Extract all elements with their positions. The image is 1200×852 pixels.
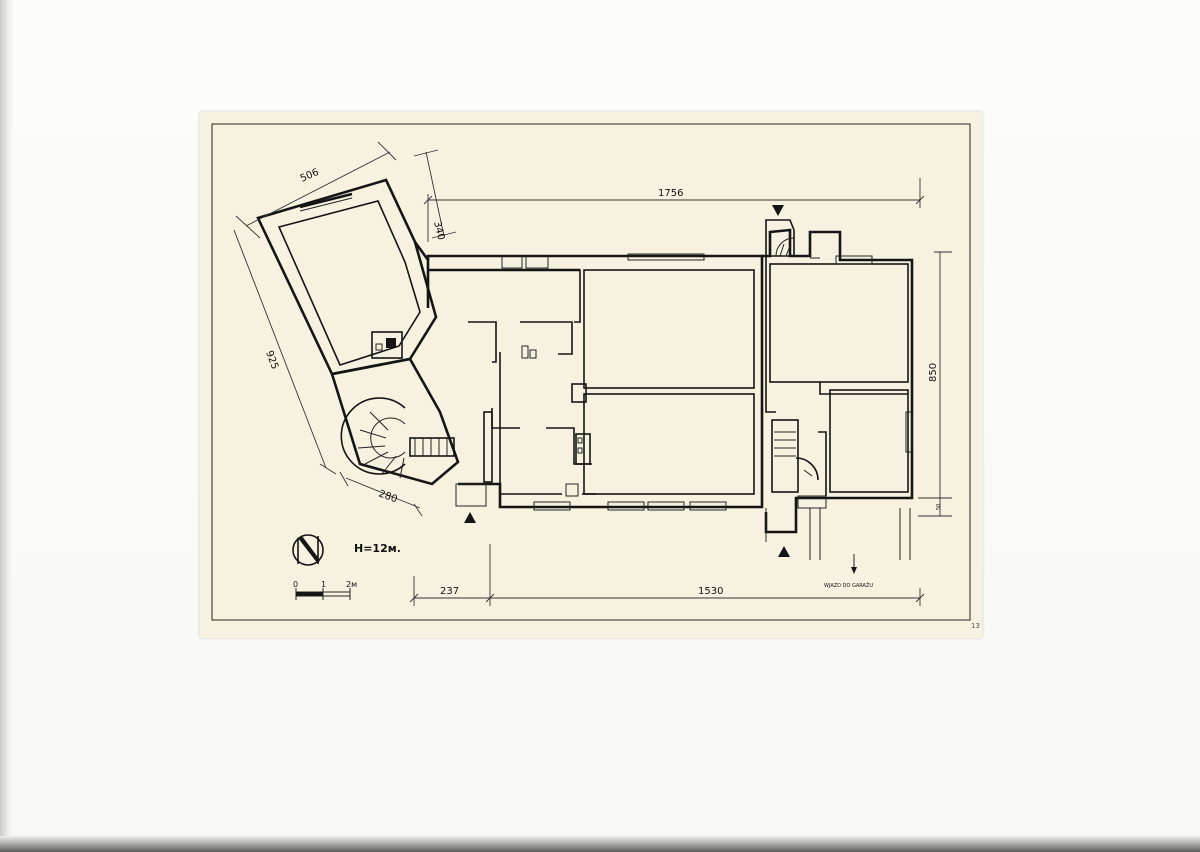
dim-506: 506 — [299, 167, 321, 185]
dim-850: 850 — [928, 363, 939, 382]
dim-280: 280 — [377, 488, 399, 505]
dim-925: 925 — [263, 349, 280, 371]
scale-two: 2м — [346, 580, 357, 589]
scale-bar — [295, 588, 351, 600]
scale-one: 1 — [321, 580, 326, 589]
scan-bottom-edge — [0, 836, 1200, 852]
entrance-arrow-right — [778, 546, 790, 557]
height-label: H=12м. — [354, 542, 401, 555]
room-right-lower — [829, 389, 909, 493]
right-wing — [762, 205, 914, 574]
floor-plan: 506 340 1756 925 280 850 50 237 1530 WJA… — [211, 123, 971, 621]
room-right-upper — [769, 263, 909, 383]
main-block — [426, 253, 764, 523]
dim-340: 340 — [431, 220, 446, 241]
dim-1756: 1756 — [658, 188, 683, 199]
north-arrow-icon — [292, 534, 324, 566]
dim-50: 50 — [936, 504, 942, 510]
drawing-border — [211, 123, 971, 621]
page-number: 13 — [971, 622, 980, 630]
room-lower — [583, 393, 755, 495]
scale-zero: 0 — [293, 580, 298, 589]
garage-arrow — [851, 567, 857, 574]
entrance-arrow-top — [772, 205, 784, 216]
stove — [371, 331, 403, 359]
scan-left-edge — [0, 0, 14, 852]
spiral-stair — [330, 357, 460, 486]
entrance-arrow-left — [464, 512, 476, 523]
dim-1530: 1530 — [698, 586, 723, 597]
garage-entry-note: WJAZD DO GARAŻU — [824, 582, 873, 589]
rotated-wing — [256, 178, 438, 376]
room-upper — [583, 269, 755, 389]
dim-237: 237 — [440, 586, 459, 597]
dimension-lines — [233, 141, 952, 606]
